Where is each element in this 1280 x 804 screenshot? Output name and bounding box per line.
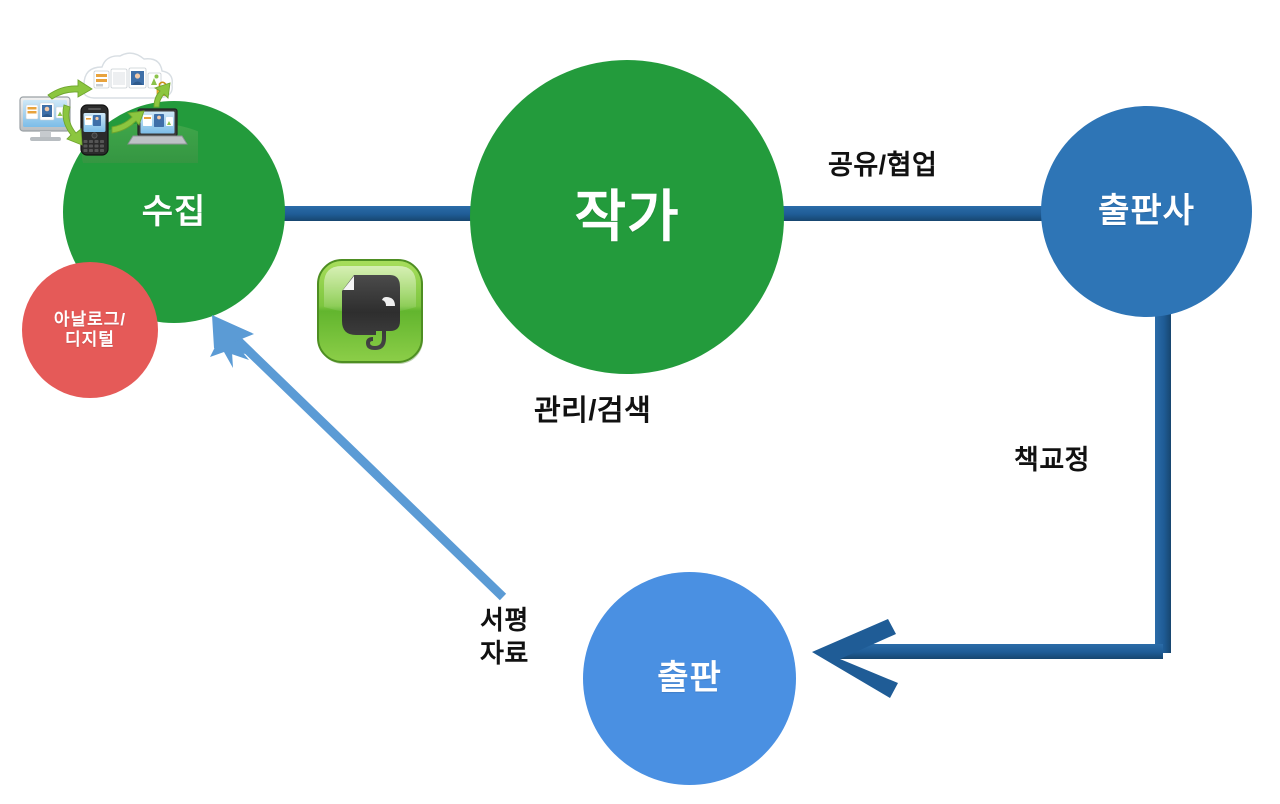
- node-chulpansa[interactable]: 출판사: [1041, 106, 1252, 317]
- edge-label-review: 서평 자료: [480, 605, 529, 668]
- cloud-sync-devices-icon: [19, 52, 198, 163]
- edge-label-share: 공유/협업: [828, 150, 938, 180]
- node-chulpan[interactable]: 출판: [583, 572, 796, 785]
- cloud-shape: [82, 52, 173, 99]
- node-chulpan-label: 출판: [657, 659, 722, 698]
- evernote-logo-icon: [317, 259, 423, 364]
- connector-sujip-jakga: [262, 206, 500, 221]
- edge-label-manage: 관리/검색: [534, 395, 652, 427]
- node-analog-digital-label: 아날로그/ 디지털: [53, 309, 127, 349]
- node-chulpansa-label: 출판사: [1098, 192, 1195, 231]
- connector-chulpansa-chulpan: [812, 300, 1171, 698]
- sync-arrows: [47, 79, 171, 146]
- node-jakga-label: 작가: [574, 184, 680, 248]
- connector-chulpan-sujip: [210, 315, 507, 601]
- node-analog-digital[interactable]: 아날로그/ 디지털: [22, 262, 158, 398]
- connector-jakga-chulpansa: [770, 206, 1062, 221]
- node-jakga[interactable]: 작가: [470, 60, 784, 374]
- edge-label-proof: 책교정: [1014, 445, 1091, 475]
- smartphone: [80, 104, 109, 156]
- desktop-monitor: [19, 96, 71, 141]
- node-sujip-label: 수집: [141, 192, 207, 231]
- laptop: [127, 108, 188, 145]
